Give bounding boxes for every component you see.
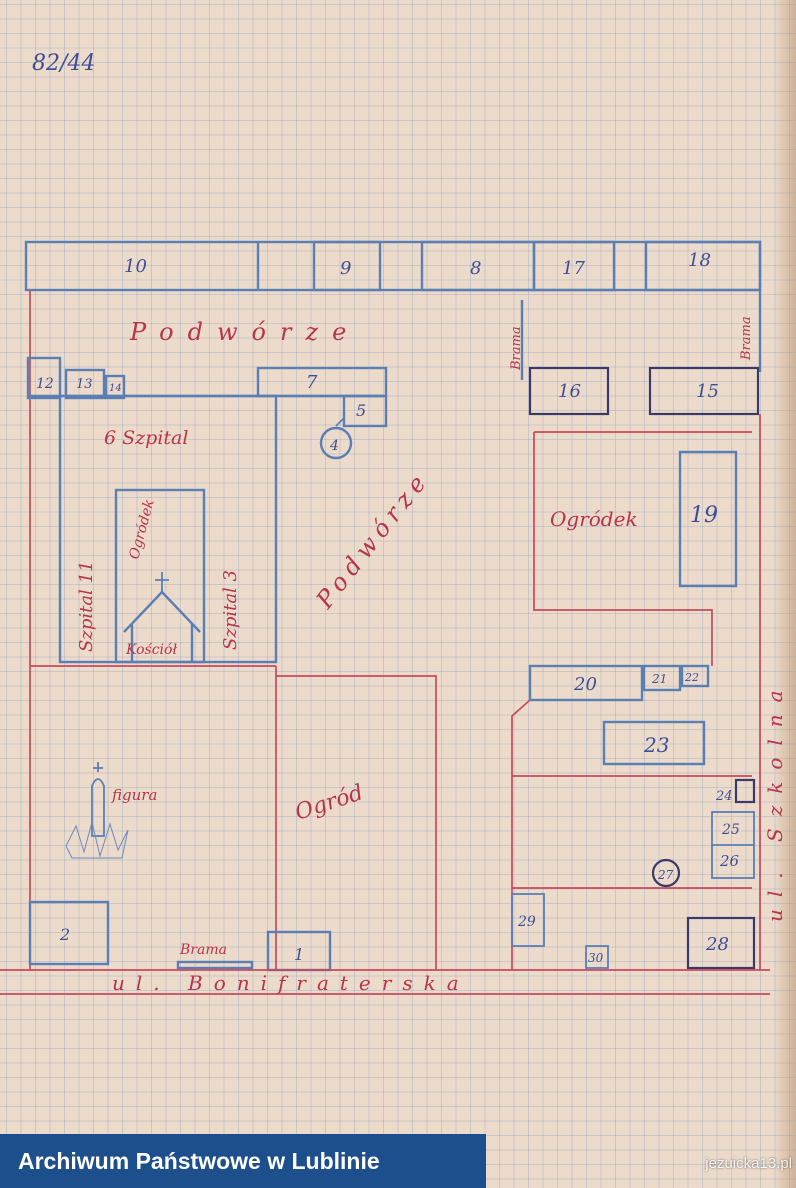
label-26: 26 bbox=[719, 852, 740, 870]
label-17: 17 bbox=[562, 258, 585, 279]
label-25: 25 bbox=[721, 822, 740, 838]
label-courtyard-top: Podwórze bbox=[129, 318, 360, 346]
label-20: 20 bbox=[573, 674, 597, 695]
label-22: 22 bbox=[684, 671, 699, 684]
building-16 bbox=[528, 366, 610, 416]
label-gate-right: Brama bbox=[739, 316, 754, 361]
building-9 bbox=[312, 240, 382, 292]
label-16: 16 bbox=[558, 381, 581, 402]
garden-outline bbox=[30, 665, 437, 970]
label-13: 13 bbox=[76, 377, 93, 392]
label-14: 14 bbox=[109, 383, 122, 394]
label-street-bonifraterska: ul. Bonifraterska bbox=[112, 971, 470, 995]
label-courtyard-diagonal: Podwórze bbox=[310, 465, 435, 614]
label-hospital-3: Szpital 3 bbox=[220, 570, 241, 650]
building-23 bbox=[602, 720, 706, 766]
label-garden: Ogród bbox=[292, 780, 366, 825]
cross-icon bbox=[155, 572, 169, 592]
label-23: 23 bbox=[643, 733, 669, 757]
label-24: 24 bbox=[715, 789, 733, 804]
building-24 bbox=[734, 778, 756, 804]
figure-shrine bbox=[91, 778, 105, 837]
building-numbers: 10 9 8 17 18 12 13 14 7 5 4 16 15 19 20 … bbox=[36, 250, 740, 965]
label-18: 18 bbox=[688, 250, 711, 271]
label-hospital-11: Szpital 11 bbox=[76, 561, 97, 652]
label-27: 27 bbox=[657, 868, 674, 882]
label-street-right: ul. Szkolna bbox=[763, 678, 787, 922]
building-17 bbox=[532, 240, 616, 292]
building-13 bbox=[64, 368, 106, 400]
label-inner-garden: Ogródek bbox=[126, 498, 157, 561]
label-28: 28 bbox=[705, 934, 729, 955]
label-19: 19 bbox=[690, 503, 718, 528]
building-28 bbox=[686, 916, 756, 970]
label-29: 29 bbox=[517, 914, 536, 930]
label-1: 1 bbox=[294, 945, 304, 964]
gate-bottom bbox=[176, 960, 254, 970]
label-4: 4 bbox=[329, 438, 339, 454]
label-gate-top: Brama bbox=[509, 326, 524, 371]
label-church: Kościół bbox=[125, 642, 177, 658]
building-30 bbox=[585, 945, 609, 969]
building-29 bbox=[511, 893, 545, 947]
inner-garden bbox=[114, 488, 206, 664]
archive-banner: Archiwum Państwowe w Lublinie bbox=[0, 1134, 486, 1188]
east-yard-outline bbox=[511, 699, 752, 970]
building-5 bbox=[342, 394, 388, 428]
label-12: 12 bbox=[36, 376, 54, 392]
label-figure: figura bbox=[111, 786, 157, 804]
building-12 bbox=[26, 356, 62, 400]
paper-edge bbox=[774, 0, 796, 1188]
label-gate-bottom: Brama bbox=[179, 942, 227, 958]
label-7: 7 bbox=[306, 372, 318, 393]
building-27 bbox=[651, 858, 681, 888]
building-18 bbox=[644, 240, 762, 292]
building-7 bbox=[256, 366, 388, 398]
site-watermark: jezuicka13.pl bbox=[705, 1155, 792, 1172]
building-22 bbox=[680, 664, 710, 688]
label-2: 2 bbox=[59, 925, 70, 944]
label-10: 10 bbox=[124, 256, 147, 277]
building-19 bbox=[678, 450, 738, 588]
label-30: 30 bbox=[588, 951, 604, 965]
building-2 bbox=[28, 900, 110, 966]
label-hospital-6: 6 Szpital bbox=[104, 427, 188, 449]
label-5: 5 bbox=[356, 401, 366, 420]
label-8: 8 bbox=[470, 258, 481, 279]
label-15: 15 bbox=[696, 381, 719, 402]
grass-sketch bbox=[65, 821, 129, 859]
label-9: 9 bbox=[340, 258, 351, 279]
building-14 bbox=[104, 374, 126, 400]
building-4 bbox=[319, 426, 353, 460]
garden-right-outline bbox=[533, 431, 752, 666]
place-names: Podwórze 6 Szpital Szpital 11 Szpital 3 … bbox=[76, 316, 787, 995]
building-15 bbox=[648, 366, 760, 416]
label-21: 21 bbox=[651, 672, 667, 686]
building-21 bbox=[642, 664, 682, 692]
building-20 bbox=[528, 664, 644, 702]
label-garden-right: Ogródek bbox=[550, 507, 638, 531]
reference-number: 82/44 bbox=[32, 51, 95, 76]
